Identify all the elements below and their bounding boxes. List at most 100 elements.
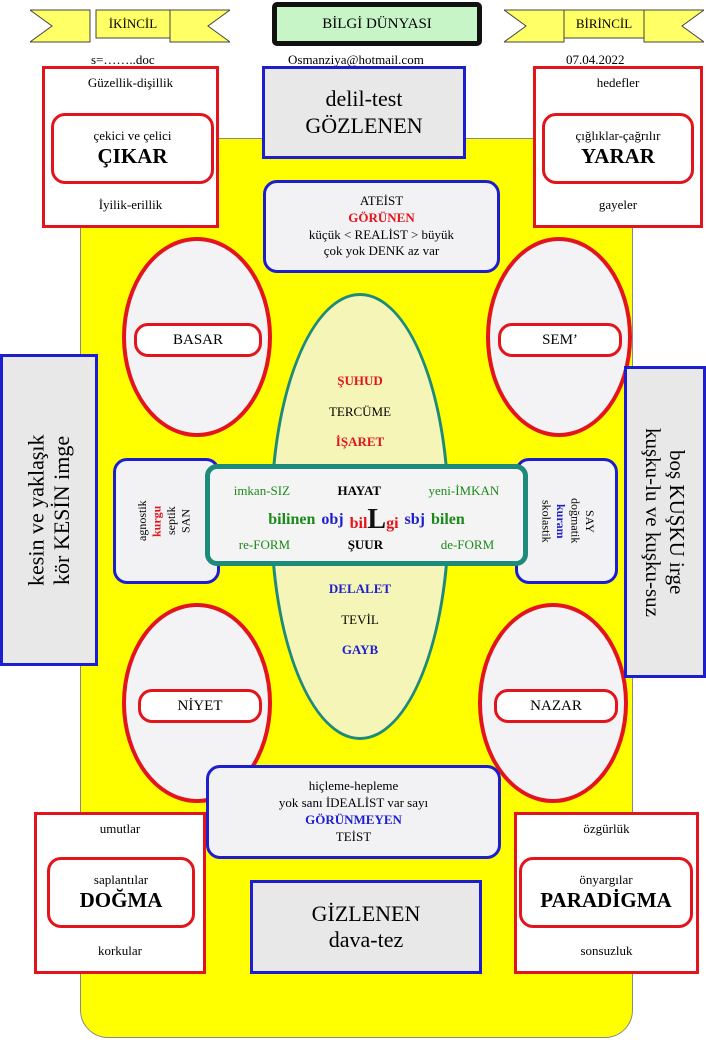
reform-label: re-FORM bbox=[238, 537, 291, 552]
nazar-label-box: NAZAR bbox=[494, 689, 618, 723]
ateist-line3: küçük < REALİST > büyük bbox=[308, 226, 455, 242]
sem-label-box: SEM’ bbox=[498, 323, 622, 357]
dogma-bottom: korkular bbox=[97, 943, 143, 958]
yarar-top: hedefler bbox=[596, 75, 640, 90]
center-oval-bottom: DELALET TEVİL GAYB bbox=[273, 574, 447, 666]
box-teist: hiçleme-hepleme yok sanı İDEALİST var sa… bbox=[206, 765, 501, 859]
box-agnostik: agnostik kurgu septik SAN bbox=[113, 458, 220, 584]
suur-label: ŞUUR bbox=[347, 537, 384, 552]
gayb-label: GAYB bbox=[341, 642, 379, 658]
tevil-label: TEVİL bbox=[341, 611, 379, 627]
yeni-imkan-label: yeni-İMKAN bbox=[428, 483, 500, 498]
suhud-label: ŞUHUD bbox=[337, 373, 383, 388]
cikar-inner: çekici ve çelici ÇIKAR bbox=[51, 113, 214, 184]
gozlenen-line2: GÖZLENEN bbox=[305, 112, 423, 138]
yarar-bottom: gayeler bbox=[598, 197, 638, 212]
oval-sem: SEM’ bbox=[486, 237, 632, 437]
niyet-label: NİYET bbox=[177, 697, 223, 714]
paradigma-inner: önyargılar PARADİGMA bbox=[519, 857, 693, 928]
tercume-label: TERCÜME bbox=[328, 403, 392, 419]
basar-label: BASAR bbox=[172, 331, 224, 348]
ateist-line4: çok yok DENK az var bbox=[323, 243, 440, 259]
hayat-label: HAYAT bbox=[337, 483, 382, 498]
dogma-main: DOĞMA bbox=[79, 888, 163, 912]
center-row1: imkan-SIZ HAYAT yeni-İMKAN bbox=[210, 483, 523, 499]
delalet-label: DELALET bbox=[328, 581, 392, 596]
agnostik-text: agnostik kurgu septik SAN bbox=[124, 461, 204, 581]
email: Osmanziya@hotmail.com bbox=[288, 52, 424, 67]
box-dogmatik: SAY doğmatik kuram skolastik bbox=[515, 458, 618, 584]
kusku-line2: kuşku-lu ve kuşku-suz bbox=[641, 427, 665, 617]
dogma-top: umutlar bbox=[99, 821, 141, 836]
yarar-sub: çığlıklar-çağrılır bbox=[575, 128, 661, 143]
title-box: BİLGİ DÜNYASI bbox=[272, 2, 482, 46]
ateist-line1: ATEİST bbox=[359, 192, 404, 208]
agnostik-c1: agnostik bbox=[135, 500, 150, 542]
agnostik-c2: kurgu bbox=[149, 505, 164, 537]
cikar-sub: çekici ve çelici bbox=[93, 128, 172, 143]
sem-label: SEM’ bbox=[542, 331, 578, 348]
cikar-main: ÇIKAR bbox=[97, 144, 168, 168]
yarar-inner: çığlıklar-çağrılır YARAR bbox=[542, 113, 694, 184]
box-yarar: hedefler çığlıklar-çağrılır YARAR gayele… bbox=[533, 66, 703, 228]
teist-line3: GÖRÜNMEYEN bbox=[305, 812, 402, 827]
box-cikar: Güzellik-dişillik çekici ve çelici ÇIKAR… bbox=[42, 66, 219, 228]
dogma-sub: saplantılar bbox=[93, 872, 149, 887]
dogmatik-c2: doğmatik bbox=[568, 498, 583, 544]
deform-label: de-FORM bbox=[440, 537, 495, 552]
dogma-inner: saplantılar DOĞMA bbox=[47, 857, 195, 928]
bilinen-label: bilinen bbox=[268, 511, 316, 528]
dogmatik-c3: kuram bbox=[554, 503, 568, 539]
teist-line1: hiçleme-hepleme bbox=[308, 778, 399, 794]
agnostik-c3: septik bbox=[164, 506, 178, 536]
yarar-main: YARAR bbox=[581, 144, 655, 168]
dogmatik-text: SAY doğmatik kuram skolastik bbox=[528, 461, 608, 581]
left-ribbon-label: İKİNCİL bbox=[108, 16, 158, 31]
center-oval-top: ŞUHUD TERCÜME İŞARET bbox=[273, 366, 447, 458]
isaret-label: İŞARET bbox=[335, 434, 385, 450]
gizlenen-line2: dava-tez bbox=[328, 927, 404, 952]
file-name: s=……..doc bbox=[91, 52, 155, 67]
bilen-label: bilen bbox=[430, 511, 465, 528]
date: 07.04.2022 bbox=[566, 52, 625, 67]
paradigma-sub: önyargılar bbox=[579, 872, 633, 887]
gi-part: gi bbox=[386, 515, 399, 532]
box-dogma: umutlar saplantılar DOĞMA korkular bbox=[34, 812, 206, 974]
left-ribbon-shape bbox=[30, 9, 230, 43]
kesin-line2: kör KESİN imge bbox=[49, 435, 74, 585]
basar-label-box: BASAR bbox=[134, 323, 262, 357]
sbj-label: sbj bbox=[404, 511, 425, 528]
big-L: L bbox=[367, 504, 387, 535]
center-box-bilgi: imkan-SIZ HAYAT yeni-İMKAN bilinen obj b… bbox=[205, 464, 528, 566]
dogmatik-c1: SAY bbox=[582, 509, 597, 533]
side-left-kesin: kesin ve yaklaşık kör KESİN imge bbox=[0, 354, 98, 666]
kesin-text: kesin ve yaklaşık kör KESİN imge bbox=[3, 357, 95, 663]
right-ribbon-label: BİRİNCİL bbox=[575, 16, 633, 31]
paradigma-main: PARADİGMA bbox=[540, 888, 672, 912]
side-right-kusku: boş KUŞKU irge kuşku-lu ve kuşku-suz bbox=[624, 366, 706, 678]
cikar-bottom: İyilik-erillik bbox=[98, 197, 163, 212]
agnostik-c4: SAN bbox=[178, 509, 193, 534]
oval-basar: BASAR bbox=[122, 237, 272, 437]
box-gizlenen: GİZLENEN dava-tez bbox=[250, 880, 482, 974]
paradigma-top: özgürlük bbox=[583, 821, 630, 836]
bilgi-word: bilLgi bbox=[350, 504, 399, 536]
box-gozlenen: delil-test GÖZLENEN bbox=[262, 66, 466, 159]
right-ribbon-shape bbox=[504, 9, 704, 43]
kusku-line1: boş KUŞKU irge bbox=[665, 449, 690, 595]
page-title: BİLGİ DÜNYASI bbox=[322, 15, 432, 32]
teist-line4: TEİST bbox=[335, 828, 372, 844]
kesin-line1: kesin ve yaklaşık bbox=[23, 434, 49, 586]
nazar-label: NAZAR bbox=[530, 697, 582, 714]
paradigma-bottom: sonsuzluk bbox=[580, 943, 633, 958]
kusku-text: boş KUŞKU irge kuşku-lu ve kuşku-suz bbox=[627, 369, 703, 675]
niyet-label-box: NİYET bbox=[138, 689, 262, 723]
gizlenen-line1: GİZLENEN bbox=[311, 900, 421, 926]
box-ateist: ATEİST GÖRÜNEN küçük < REALİST > büyük ç… bbox=[263, 180, 500, 273]
gozlenen-line1: delil-test bbox=[325, 86, 403, 112]
box-paradigma: özgürlük önyargılar PARADİGMA sonsuzluk bbox=[514, 812, 699, 974]
oval-nazar: NAZAR bbox=[478, 603, 628, 803]
ateist-line2: GÖRÜNEN bbox=[348, 209, 415, 225]
center-row2: bilinen obj bilLgi sbj bilen bbox=[210, 503, 523, 537]
obj-label: obj bbox=[321, 511, 344, 528]
